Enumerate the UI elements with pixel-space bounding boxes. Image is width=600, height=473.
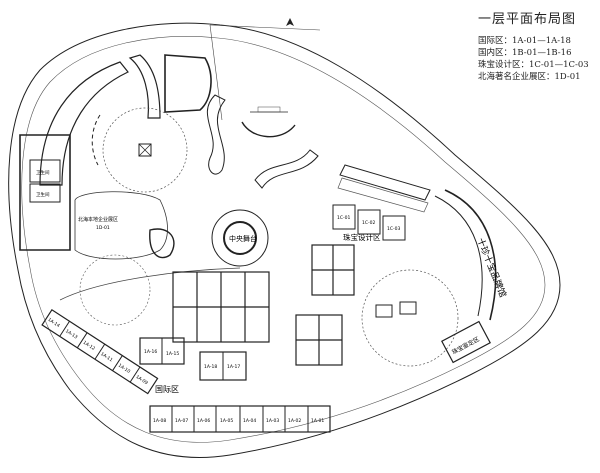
treasure-hall-outer [444, 189, 497, 321]
booth-1c-02[interactable] [357, 209, 381, 235]
booth-label: 1A-07 [175, 418, 188, 424]
international-zone-label: 国际区 [155, 385, 179, 394]
legend-item: 珠宝设计区：1C-01—1C-03 [478, 60, 589, 70]
central-stage-label: 中央舞台 [229, 234, 257, 243]
appraisal-room [441, 320, 491, 364]
pavilion-room-top [164, 54, 212, 113]
display-box-2 [399, 301, 417, 315]
booth-label: 1A-13 [64, 328, 78, 340]
sculpture-wall-2 [254, 149, 319, 189]
booth-label: 1C-02 [362, 220, 375, 226]
domestic-grid-3 [172, 271, 270, 343]
beihai-zone-label: 北海本地企业展区 [78, 216, 118, 223]
jewelry-zone-label: 珠宝设计区 [343, 232, 381, 242]
info-desk-plate [257, 106, 281, 113]
beihai-zone-wall [149, 228, 175, 259]
pavilion-curve-left [39, 61, 129, 186]
dome-center-marker [138, 143, 152, 157]
booth-label: 1A-05 [220, 418, 233, 424]
booth-label: 1C-01 [337, 215, 350, 221]
north-arrow-icon [286, 18, 294, 26]
booth-label: 1A-17 [227, 364, 240, 370]
pavilion-wall-left [19, 134, 71, 251]
booth-label: 1A-08 [153, 418, 166, 424]
display-strip [339, 164, 431, 201]
display-box-1 [375, 304, 393, 318]
dome-circle-left [79, 254, 151, 326]
bottom-row-booths: 1A-08 1A-07 1A-06 1A-05 1A-04 1A-03 1A-0… [149, 405, 331, 433]
beihai-zone-outline [74, 191, 168, 260]
dome-circle-right [361, 269, 459, 367]
toilet-label-2: 卫生间 [36, 191, 50, 198]
stair-curve [91, 114, 101, 166]
booth-label: 1C-03 [387, 226, 400, 232]
info-desk-curve [241, 121, 296, 138]
entrance-line [209, 24, 223, 121]
booth-label: 1A-15 [166, 351, 179, 357]
booth-label: 1A-04 [243, 418, 256, 424]
dome-circle-top [102, 107, 188, 193]
toilet-label-1: 卫生间 [36, 169, 50, 176]
domestic-grid-2 [295, 314, 343, 366]
central-stage-inner [223, 221, 257, 255]
booth-1c-01[interactable] [332, 204, 356, 230]
treasure-hall-inner [434, 195, 483, 317]
central-stage-outer [211, 209, 269, 267]
booth-label: 1A-11 [99, 351, 113, 363]
appraisal-label: 珠宝鉴定区 [451, 335, 481, 356]
building-outline-outer [8, 22, 561, 458]
booth-1c-03[interactable] [382, 215, 406, 241]
legend-item: 北海著名企业展区：1D-01 [478, 72, 581, 82]
building-outline-inner [21, 36, 546, 443]
booth-label: 1A-16 [144, 349, 157, 355]
domestic-grid-1 [311, 244, 355, 296]
legend-title: 一层平面布局图 [478, 12, 577, 27]
toilet-room-2 [29, 183, 61, 203]
booth-label: 1A-12 [82, 340, 96, 352]
sculpture-wall-1 [206, 94, 226, 175]
legend: 一层平面布局图 国际区：1A-01—1A-18 国内区：1B-01—1B-16 … [478, 8, 596, 83]
booth-label: 1A-03 [266, 418, 279, 424]
beihai-zone-code: 1D-01 [96, 225, 110, 231]
toilet-room-1 [29, 159, 61, 183]
booth-label: 1A-10 [117, 363, 131, 375]
inner-wall-strip [59, 267, 241, 301]
display-strip-2 [337, 177, 429, 213]
jewelry-booths: 1C-01 1C-02 1C-03 [332, 204, 406, 241]
booth-label: 1A-02 [288, 418, 301, 424]
legend-item: 国内区：1B-01—1B-16 [478, 48, 572, 58]
legend-item: 国际区：1A-01—1A-18 [478, 36, 571, 46]
booth-label: 1A-14 [46, 317, 60, 329]
entrance-line [209, 24, 321, 31]
booth-label: 1A-18 [204, 364, 217, 370]
booth-label: 1A-09 [135, 374, 149, 386]
pavilion-panel [128, 54, 161, 119]
dome-x-b [138, 143, 152, 157]
booth-label: 1A-01 [311, 418, 324, 424]
booth-label: 1A-06 [197, 418, 210, 424]
